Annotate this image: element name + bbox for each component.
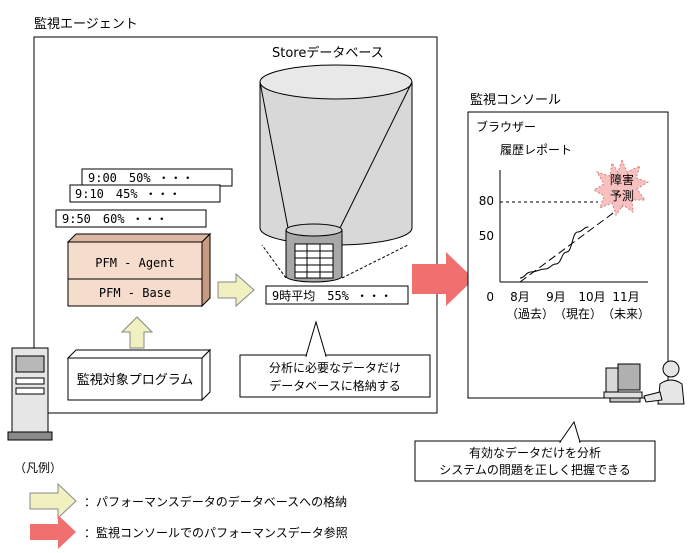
inner-db-top xyxy=(285,223,343,237)
x-period-label: （未来） xyxy=(602,307,650,321)
store-record-bar xyxy=(265,285,409,305)
agent-callout-line: データベースに格納する xyxy=(269,378,400,393)
pfm-agent-label: PFM - Agent xyxy=(95,256,174,270)
pfm-base-label: PFM - Base xyxy=(99,286,171,300)
user-icon xyxy=(643,360,685,405)
y-tick-label: 80 xyxy=(479,194,494,208)
burst-line: 予測 xyxy=(610,189,634,203)
inner-db-table-icon xyxy=(294,243,334,279)
x-period-label: （過去） xyxy=(506,307,554,321)
funnel-line-right xyxy=(339,81,413,229)
reference-arrow-icon xyxy=(412,252,474,306)
console-frame xyxy=(467,111,669,399)
zoom-line-left xyxy=(261,244,287,279)
store-arrow-icon xyxy=(217,272,255,308)
record-bar xyxy=(69,184,221,203)
console-callout: 有効なデータだけを分析 システムの問題を正しく把握できる xyxy=(414,420,656,482)
x-tick-label: 10月 xyxy=(578,290,605,304)
x-tick-label: 8月 xyxy=(510,290,530,304)
pfm-box-front xyxy=(67,241,203,307)
x-period-label: （現在） xyxy=(554,307,602,321)
monitored-program-label: 監視対象プログラム xyxy=(77,372,194,388)
workstation-icon xyxy=(603,363,643,403)
burst-line: 障害 xyxy=(610,172,634,187)
legend: （凡例） ：パフォーマンスデータのデータベースへの格納 ：監視コンソールでのパフ… xyxy=(14,461,348,549)
store-title: Storeデータベース xyxy=(272,45,384,61)
console-callout-line: システムの問題を正しく把握できる xyxy=(439,462,630,477)
console-callout-line: 有効なデータだけを分析 xyxy=(469,445,601,460)
y-tick-label: 0 xyxy=(486,290,494,304)
agent-title: 監視エージェント xyxy=(34,16,138,32)
cylinder-top xyxy=(259,64,413,100)
record-text: 9:10 45% ・・・ xyxy=(75,187,181,201)
zoom-line-right xyxy=(341,244,409,279)
report-title: 履歴レポート xyxy=(500,143,572,157)
store-database: Storeデータベース xyxy=(259,45,413,283)
legend-item-label: ：監視コンソールでのパフォーマンスデータ参照 xyxy=(84,525,348,540)
agent-frame xyxy=(33,36,438,414)
x-tick-label: 11月 xyxy=(612,290,639,304)
pfm-box-top xyxy=(66,233,212,243)
history-report-chart: 80 50 0 8月 9月 10月 11月 （過去） （現在） （未来） xyxy=(479,170,650,321)
pfm-box-side xyxy=(201,232,211,308)
failure-prediction-burst: 障害 予測 xyxy=(593,158,650,217)
store-record-text: 9時平均 55% ・・・ xyxy=(272,289,392,303)
agent-callout-line: 分析に必要なデータだけ xyxy=(269,360,401,375)
server-icon xyxy=(7,347,53,441)
record-text: 9:00 50% ・・・ xyxy=(88,171,194,185)
x-tick-label: 9月 xyxy=(546,290,566,304)
monitoring-agent-panel: 監視エージェント xyxy=(33,16,438,414)
cylinder-body xyxy=(259,82,413,246)
pfm-box: PFM - Agent PFM - Base xyxy=(66,232,212,308)
legend-yellow-arrow-icon xyxy=(29,482,77,520)
collect-arrow-icon xyxy=(120,316,154,349)
actual-trend-line xyxy=(519,226,589,279)
legend-item-label: ：パフォーマンスデータのデータベースへの格納 xyxy=(84,494,347,509)
y-tick-label: 50 xyxy=(479,229,494,243)
predicted-trend-line xyxy=(519,201,629,283)
record-text: 9:50 60% ・・・ xyxy=(62,212,168,226)
monitoring-console-panel: 監視コンソール ブラウザー 履歴レポート xyxy=(467,92,669,399)
legend-title: （凡例） xyxy=(14,461,62,475)
monitored-program-box: 監視対象プログラム xyxy=(66,348,212,402)
browser-label: ブラウザー xyxy=(476,119,536,134)
legend-red-arrow-icon xyxy=(30,515,76,549)
console-title: 監視コンソール xyxy=(470,92,561,108)
funnel-line-left xyxy=(259,81,289,229)
raw-records: 9:00 50% ・・・ 9:10 45% ・・・ 9:50 60% ・・・ xyxy=(55,168,233,228)
agent-callout: 分析に必要なデータだけ データベースに格納する xyxy=(239,320,431,398)
record-bar xyxy=(55,209,207,228)
